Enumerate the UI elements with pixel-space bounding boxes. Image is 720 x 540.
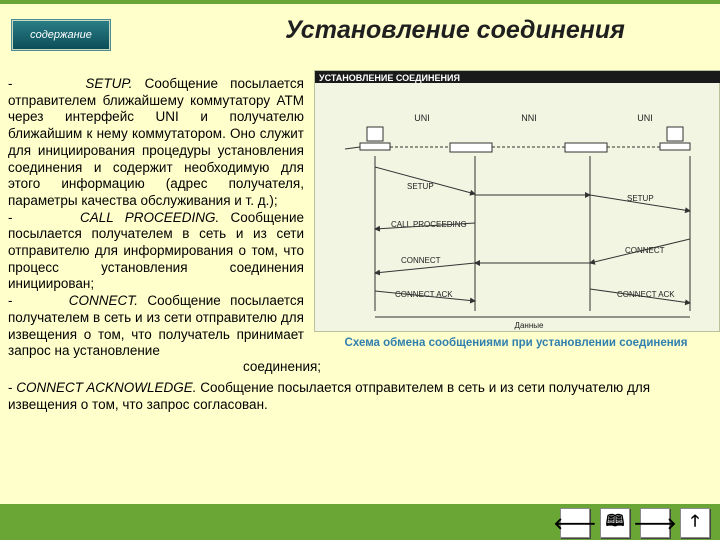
message-setup-left: SETUP	[407, 182, 434, 191]
connect-description-tail: соединения;	[243, 359, 322, 374]
switch-left-icon	[449, 142, 493, 153]
call-proceeding-dash: -	[8, 209, 13, 225]
top-stripe	[0, 0, 720, 4]
diagram-header-bar	[315, 71, 720, 83]
signaling-diagram-svg: УСТАНОВЛЕНИЕ СОЕДИНЕНИЯ UNI NNI UNI	[315, 71, 720, 330]
contents-button[interactable]: содержание	[12, 20, 110, 50]
message-connect-left: CONNECT	[401, 256, 441, 265]
arrow-call-proceeding	[374, 222, 476, 232]
setup-description: Сообщение посылается отправителем ближай…	[8, 76, 304, 208]
arrow-right-icon: 🡒	[633, 515, 677, 533]
connect-dash: -	[8, 293, 13, 309]
column-label-uni-left: UNI	[414, 113, 430, 123]
arrow-connect-right	[589, 238, 691, 265]
call-proceeding-description: Сообщение посылается получателем в сеть …	[8, 209, 304, 292]
message-connect-right: CONNECT	[625, 246, 665, 255]
connect-ack-term: CONNECT ACKNOWLEDGE.	[16, 380, 197, 395]
connect-ack-paragraph: - CONNECT ACKNOWLEDGE. Сообщение посылае…	[8, 380, 708, 413]
connect-term: CONNECT.	[68, 293, 138, 309]
contents-button-label: содержание	[30, 29, 92, 41]
next-button[interactable]: 🡒	[634, 508, 676, 538]
switch-right-icon	[564, 142, 608, 153]
connect-paragraph: - CONNECT. Сообщение посылается получате…	[8, 293, 304, 360]
page-title: Установление соединения	[285, 16, 625, 44]
column-label-nni: NNI	[521, 113, 537, 123]
message-setup-right: SETUP	[627, 194, 654, 203]
arrow-setup-right	[589, 194, 691, 214]
arrow-left-icon: 🡐	[553, 515, 597, 533]
arrow-up-icon: 🡑	[690, 512, 700, 530]
contents-book-button[interactable]: 🕮	[600, 508, 630, 538]
body-text-column: - SETUP. Сообщение посылается отправител…	[8, 76, 304, 360]
computer-right-icon	[659, 126, 691, 151]
arrow-connect-ack-left	[374, 290, 476, 304]
connect-description: Сообщение посылается получателем в сеть …	[8, 293, 304, 359]
arrow-setup-left	[374, 166, 476, 196]
computer-left-icon	[344, 126, 391, 151]
book-icon: 🕮	[605, 512, 625, 530]
setup-dash: -	[8, 76, 13, 91]
previous-button[interactable]: 🡐	[554, 508, 596, 538]
setup-term: SETUP.	[85, 76, 133, 91]
figure-caption: Схема обмена сообщениями при установлени…	[344, 337, 688, 349]
connect-ack-dash: -	[8, 380, 13, 395]
data-label: Данные	[515, 321, 544, 330]
column-label-uni-right: UNI	[637, 113, 653, 123]
signaling-diagram: УСТАНОВЛЕНИЕ СОЕДИНЕНИЯ UNI NNI UNI	[314, 70, 720, 332]
arrow-connect-ack-right	[589, 288, 691, 306]
up-button[interactable]: 🡑	[680, 508, 710, 538]
connect-ack-description: Сообщение посылается отправителем в сеть…	[8, 380, 651, 412]
call-proceeding-term: CALL PROCEEDING.	[79, 209, 220, 225]
message-connect-ack-left: CONNECT ACK	[395, 290, 453, 299]
arrow-connect-left	[374, 262, 476, 276]
setup-paragraph: - SETUP. Сообщение посылается отправител…	[8, 76, 304, 210]
diagram-header: УСТАНОВЛЕНИЕ СОЕДИНЕНИЯ	[319, 73, 460, 83]
message-connect-ack-right: CONNECT ACK	[617, 290, 675, 299]
call-proceeding-paragraph: - CALL PROCEEDING. Сообщение посылается …	[8, 210, 304, 294]
message-call-proceeding: CALL PROCEEDING	[391, 220, 467, 229]
